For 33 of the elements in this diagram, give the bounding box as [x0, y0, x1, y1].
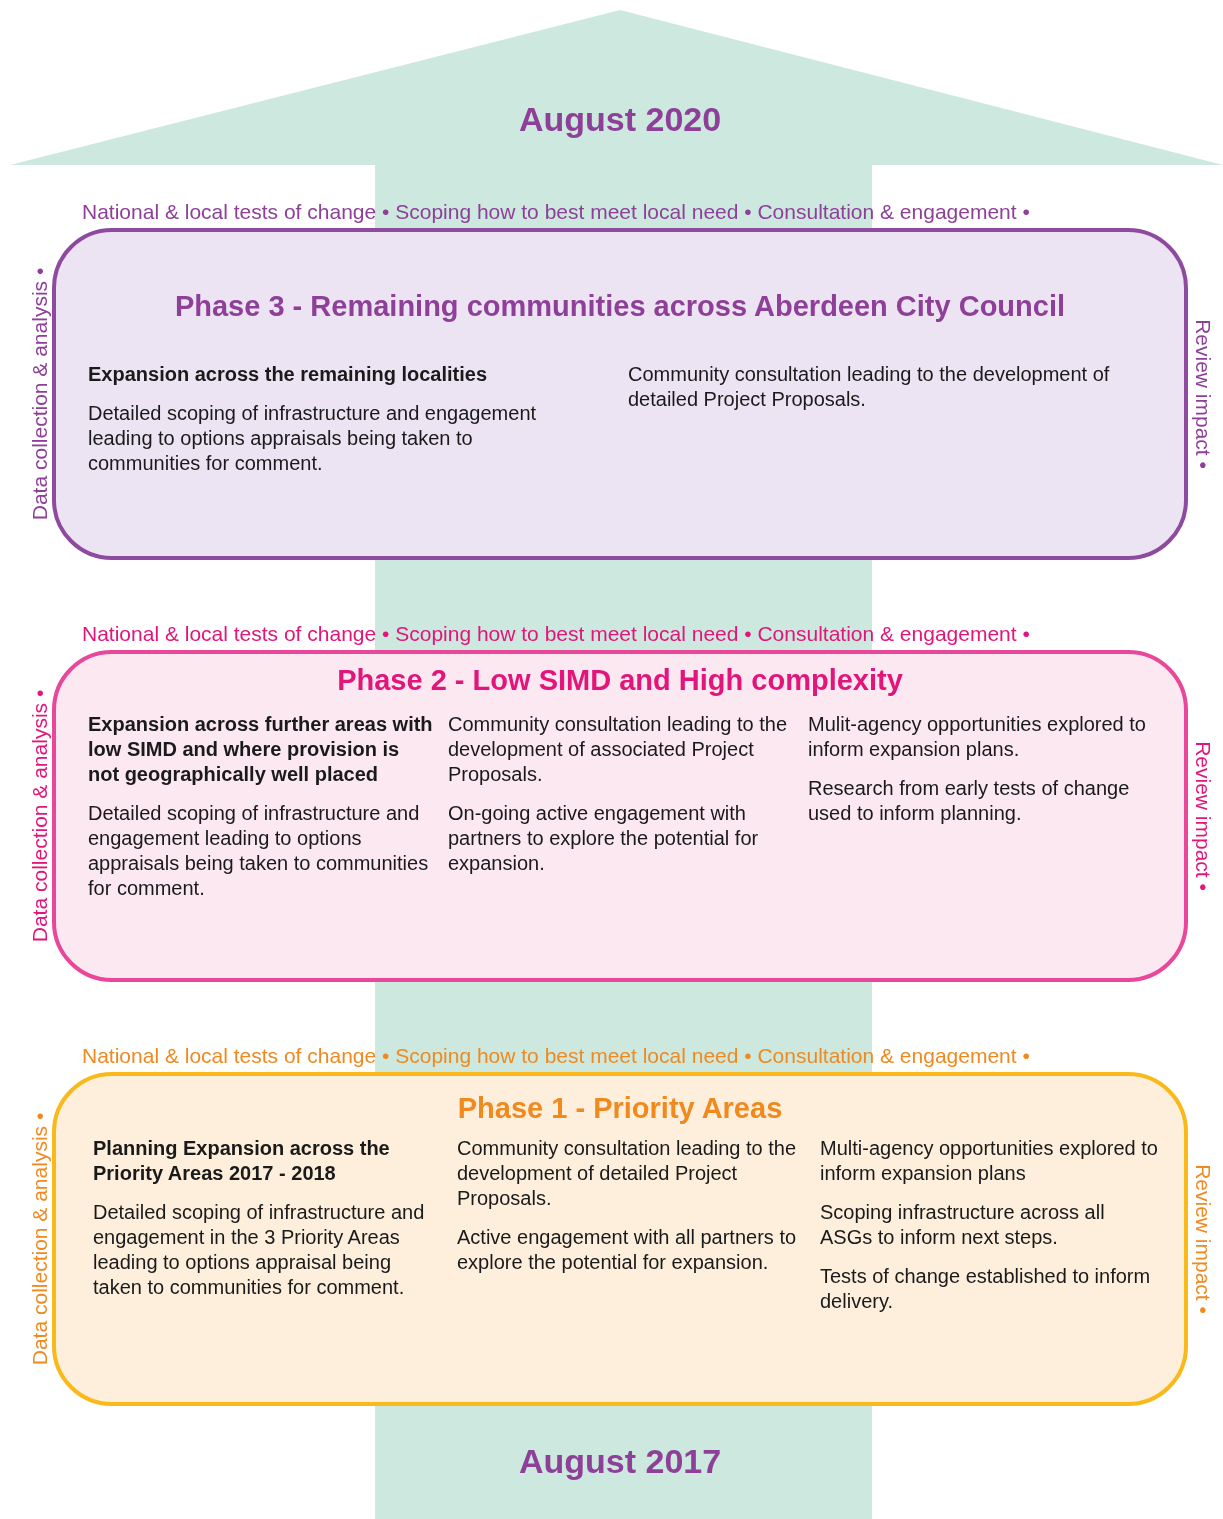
border-caption: Review impact • — [1190, 741, 1216, 891]
phase-title: Phase 2 - Low SIMD and High complexity — [336, 664, 904, 697]
border-caption: Data collection & analysis • — [27, 689, 53, 943]
border-caption: Data collection & analysis • — [27, 267, 53, 521]
paragraph: On-going active engagement with partners to explore the potential for expansion. — [448, 801, 760, 876]
paragraph: Detailed scoping of infrastructure and engagement in the 3 Priority Areas leading to options appraisal being taken to communities for comment. — [93, 1200, 426, 1300]
section-heading: Expansion across further areas with low SIMD and where provision is not geographically well placed — [88, 712, 433, 787]
border-caption: National & local tests of change • Scoping how to best meet local need • Consultation & engagement • — [82, 199, 1030, 225]
border-caption: National & local tests of change • Scoping how to best meet local need • Consultation & engagement • — [82, 621, 1030, 647]
date-label: August 2017 — [519, 1442, 722, 1481]
phase-panel — [52, 650, 1188, 982]
paragraph: Community consultation leading to the development of detailed Project Proposals. — [628, 362, 1111, 412]
border-caption: Review impact • — [1190, 1164, 1216, 1314]
paragraph: Community consultation leading to the development of detailed Project Proposals. — [457, 1136, 797, 1211]
border-caption: Review impact • — [1190, 319, 1216, 469]
paragraph: Research from early tests of change used to inform planning. — [808, 776, 1131, 826]
paragraph: Community consultation leading to the development of associated Project Proposals. — [448, 712, 788, 787]
paragraph: Multi-agency opportunities explored to inform expansion plans — [820, 1136, 1159, 1186]
paragraph: Detailed scoping of infrastructure and engagement leading to options appraisals being taken to communities for comment. — [88, 801, 430, 901]
paragraph: Mulit-agency opportunities explored to inform expansion plans. — [808, 712, 1147, 762]
paragraph: Detailed scoping of infrastructure and engagement leading to options appraisals being taken to communities for comment. — [88, 401, 538, 476]
paragraph: Active engagement with all partners to explore the potential for expansion. — [457, 1225, 797, 1275]
date-label: August 2020 — [519, 100, 722, 139]
phase-panel — [52, 228, 1188, 560]
paragraph: Scoping infrastructure across all ASGs to inform next steps. — [820, 1200, 1106, 1250]
border-caption: National & local tests of change • Scoping how to best meet local need • Consultation & engagement • — [82, 1043, 1030, 1069]
paragraph: Tests of change established to inform delivery. — [820, 1264, 1152, 1314]
section-heading: Expansion across the remaining localities — [88, 362, 489, 387]
phase-title: Phase 3 - Remaining communities across Aberdeen City Council — [173, 290, 1067, 323]
section-heading: Planning Expansion across the Priority Areas 2017 - 2018 — [93, 1136, 391, 1186]
phase-title: Phase 1 - Priority Areas — [456, 1092, 784, 1125]
border-caption: Data collection & analysis • — [27, 1112, 53, 1366]
phase-panel — [52, 1072, 1188, 1406]
